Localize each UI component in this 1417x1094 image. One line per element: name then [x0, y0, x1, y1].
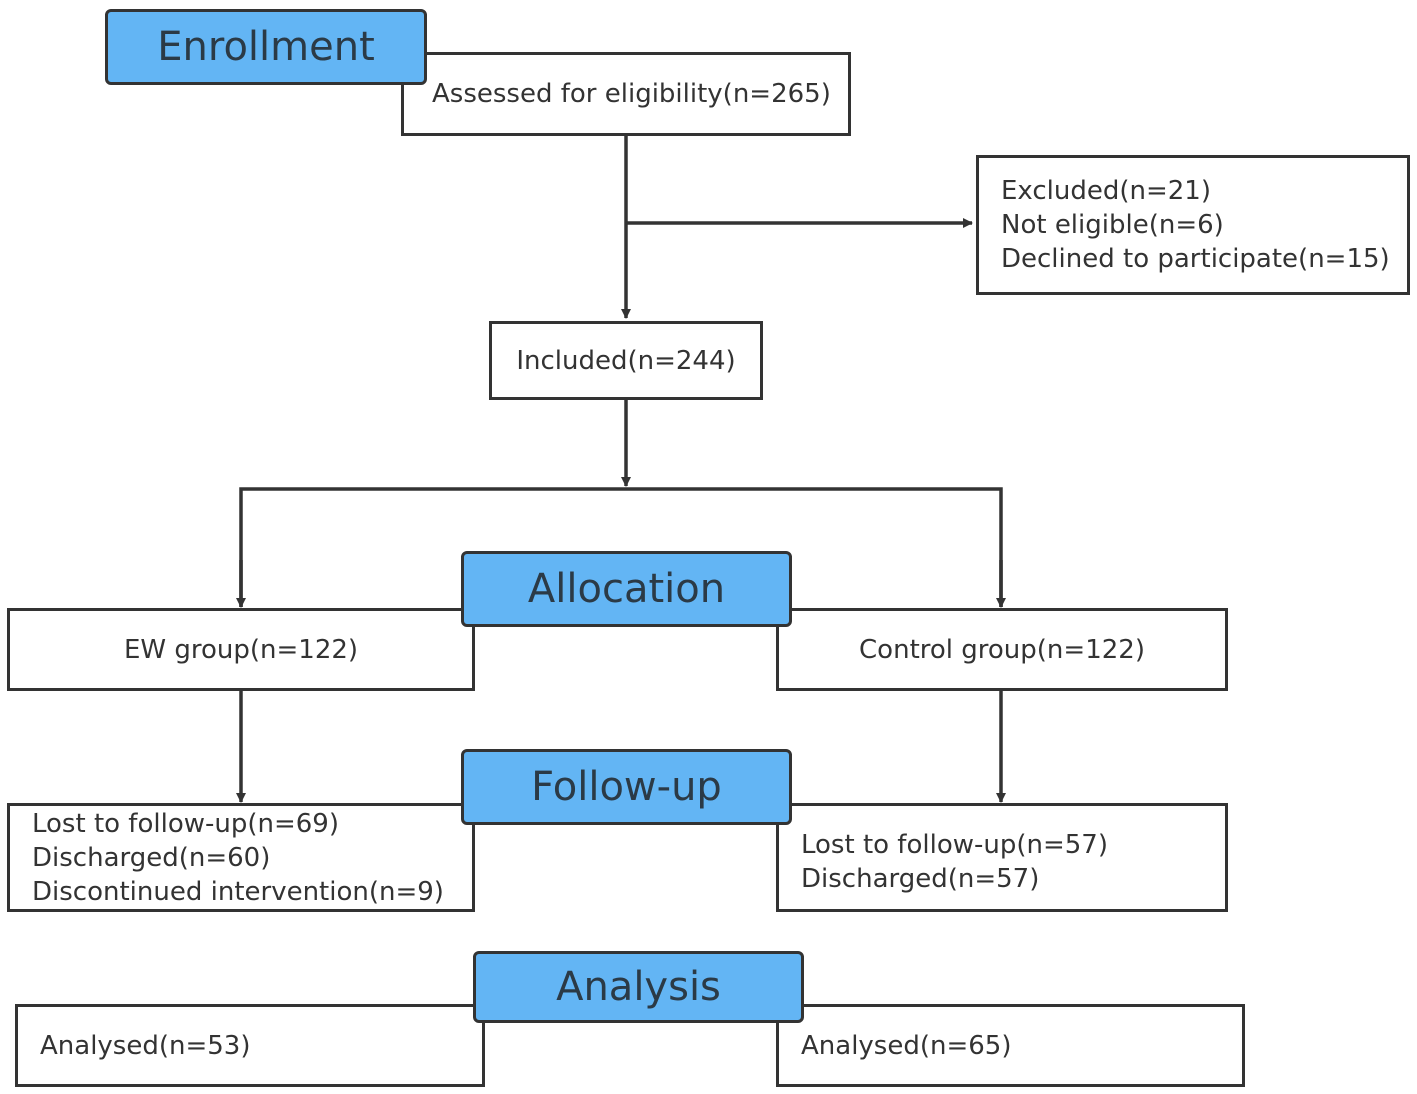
phase-followup: Follow-up [461, 749, 792, 825]
ew-analysed-label: Analysed(n=53) [40, 1030, 251, 1061]
ew-analysed-box: Analysed(n=53) [15, 1004, 485, 1087]
phase-followup-label: Follow-up [531, 764, 722, 810]
included-box: Included(n=244) [489, 321, 763, 400]
assessed-box: Assessed for eligibility(n=265) [401, 52, 851, 136]
phase-enrollment-label: Enrollment [157, 24, 375, 70]
control-followup-box: Lost to follow-up(n=57) Discharged(n=57) [776, 803, 1228, 912]
phase-allocation-label: Allocation [527, 566, 726, 612]
assessed-label: Assessed for eligibility(n=265) [432, 79, 831, 109]
ew-group-label: EW group(n=122) [123, 634, 359, 665]
included-label: Included(n=244) [516, 345, 736, 376]
phase-analysis-label: Analysis [556, 964, 721, 1010]
control-discharged: Discharged(n=57) [801, 863, 1040, 894]
excluded-not-eligible: Not eligible(n=6) [1001, 210, 1224, 240]
excluded-box: Excluded(n=21) Not eligible(n=6) Decline… [976, 155, 1410, 295]
ew-group-box: EW group(n=122) [7, 608, 475, 691]
excluded-declined: Declined to participate(n=15) [1001, 244, 1390, 274]
phase-analysis: Analysis [473, 951, 804, 1023]
excluded-total: Excluded(n=21) [1001, 176, 1211, 206]
control-group-label: Control group(n=122) [859, 634, 1145, 665]
phase-enrollment: Enrollment [105, 9, 427, 85]
control-analysed-box: Analysed(n=65) [776, 1004, 1245, 1087]
ew-discontinued: Discontinued intervention(n=9) [32, 876, 444, 907]
control-analysed-label: Analysed(n=65) [801, 1030, 1012, 1061]
control-lost-to-followup: Lost to follow-up(n=57) [801, 829, 1108, 860]
ew-followup-box: Lost to follow-up(n=69) Discharged(n=60)… [7, 803, 475, 912]
ew-lost-to-followup: Lost to follow-up(n=69) [32, 808, 339, 839]
phase-allocation: Allocation [461, 551, 792, 627]
control-group-box: Control group(n=122) [776, 608, 1228, 691]
ew-discharged: Discharged(n=60) [32, 842, 271, 873]
split-connector [239, 487, 1003, 607]
